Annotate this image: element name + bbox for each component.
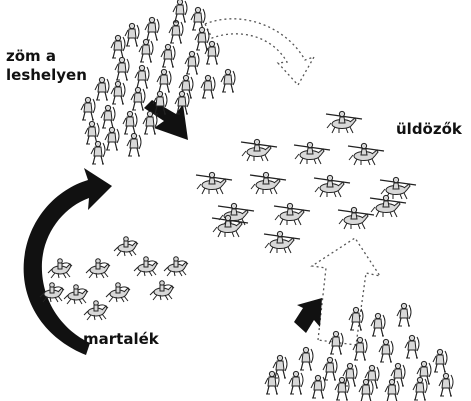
rider-figure bbox=[113, 236, 139, 257]
archer-figure bbox=[100, 104, 116, 129]
archer-figure bbox=[204, 40, 220, 65]
archer-figure bbox=[200, 74, 216, 99]
archer-figure bbox=[110, 34, 126, 59]
lancer-figure bbox=[369, 194, 407, 218]
archer-figure bbox=[122, 110, 138, 135]
archer-figure bbox=[310, 374, 326, 399]
lancer-figure bbox=[249, 171, 287, 195]
lancer-figure bbox=[293, 141, 331, 165]
archer-figure bbox=[80, 96, 96, 121]
reserve-flank-arrow bbox=[310, 237, 382, 346]
archer-figure bbox=[412, 376, 428, 401]
rider-figure bbox=[83, 300, 109, 321]
archer-figure bbox=[184, 50, 200, 75]
archer-figure bbox=[126, 132, 142, 157]
main-force-sweep-arrow bbox=[204, 18, 316, 87]
lancer-figure bbox=[273, 202, 311, 226]
main-force-attack-arrow bbox=[144, 100, 188, 140]
archer-figure bbox=[352, 336, 368, 361]
archer-figure bbox=[130, 86, 146, 111]
rider-figure bbox=[47, 258, 73, 279]
archer-figure bbox=[104, 126, 120, 151]
reserve-attack-arrow bbox=[294, 298, 322, 333]
rider-figure bbox=[149, 280, 175, 301]
rider-figure bbox=[63, 284, 89, 305]
archer-figure bbox=[124, 22, 140, 47]
archer-figure bbox=[194, 26, 210, 51]
rider-figure bbox=[105, 282, 131, 303]
archer-figure bbox=[168, 19, 184, 44]
archer-figure bbox=[172, 0, 188, 23]
archer-figure bbox=[404, 334, 420, 359]
pursuers-group bbox=[195, 110, 417, 254]
rider-figure bbox=[85, 258, 111, 279]
archer-figure bbox=[438, 372, 454, 397]
archer-figure bbox=[396, 302, 412, 327]
ambush-reserve-group bbox=[264, 302, 454, 401]
archer-figure bbox=[298, 346, 314, 371]
archer-figure bbox=[134, 64, 150, 89]
main-force-label-line1: zöm a bbox=[6, 47, 57, 65]
rider-figure bbox=[163, 256, 189, 277]
archer-figure bbox=[114, 56, 130, 81]
lancer-figure bbox=[263, 230, 301, 254]
pursuers-label: üldözők bbox=[396, 120, 462, 138]
archer-figure bbox=[432, 348, 448, 373]
archer-figure bbox=[378, 338, 394, 363]
lancer-figure bbox=[337, 206, 375, 230]
archer-figure bbox=[138, 38, 154, 63]
main-force-label-line2: leshelyen bbox=[6, 66, 87, 84]
main-force-group bbox=[80, 0, 236, 165]
archer-figure bbox=[384, 378, 400, 401]
archer-figure bbox=[190, 6, 206, 31]
bait-label: martalék bbox=[83, 330, 159, 348]
lancer-figure bbox=[240, 138, 278, 162]
archer-figure bbox=[220, 68, 236, 93]
archer-figure bbox=[94, 76, 110, 101]
bait-group bbox=[39, 236, 189, 321]
archer-figure bbox=[288, 370, 304, 395]
rider-figure bbox=[133, 256, 159, 277]
archer-figure bbox=[322, 356, 338, 381]
archer-figure bbox=[272, 354, 288, 379]
archer-figure bbox=[370, 312, 386, 337]
archer-figure bbox=[264, 370, 280, 395]
lancer-figure bbox=[195, 171, 233, 195]
bait-retreat-curve-arrow bbox=[23, 168, 112, 355]
archer-figure bbox=[358, 378, 374, 401]
lancer-figure bbox=[347, 142, 385, 166]
archer-figure bbox=[90, 140, 106, 165]
lancer-figure bbox=[313, 174, 351, 198]
archer-figure bbox=[144, 16, 160, 41]
archer-figure bbox=[110, 80, 126, 105]
lancer-figure bbox=[325, 110, 363, 134]
archer-figure bbox=[160, 43, 176, 68]
archer-figure bbox=[84, 120, 100, 145]
archer-figure bbox=[156, 68, 172, 93]
